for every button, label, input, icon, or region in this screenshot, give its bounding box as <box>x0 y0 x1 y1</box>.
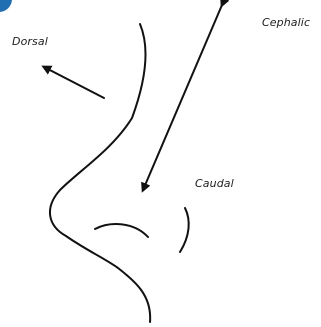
nose-profile-line <box>50 24 150 322</box>
dorsal-arrow <box>44 67 104 98</box>
caudal-label: Caudal <box>195 177 234 190</box>
nostril-curve <box>95 224 148 237</box>
dorsal-label: Dorsal <box>12 35 48 48</box>
cephalic-caudal-arrow <box>143 5 222 190</box>
cephalic-label: Cephalic <box>262 16 310 29</box>
ala-curve <box>180 208 189 252</box>
